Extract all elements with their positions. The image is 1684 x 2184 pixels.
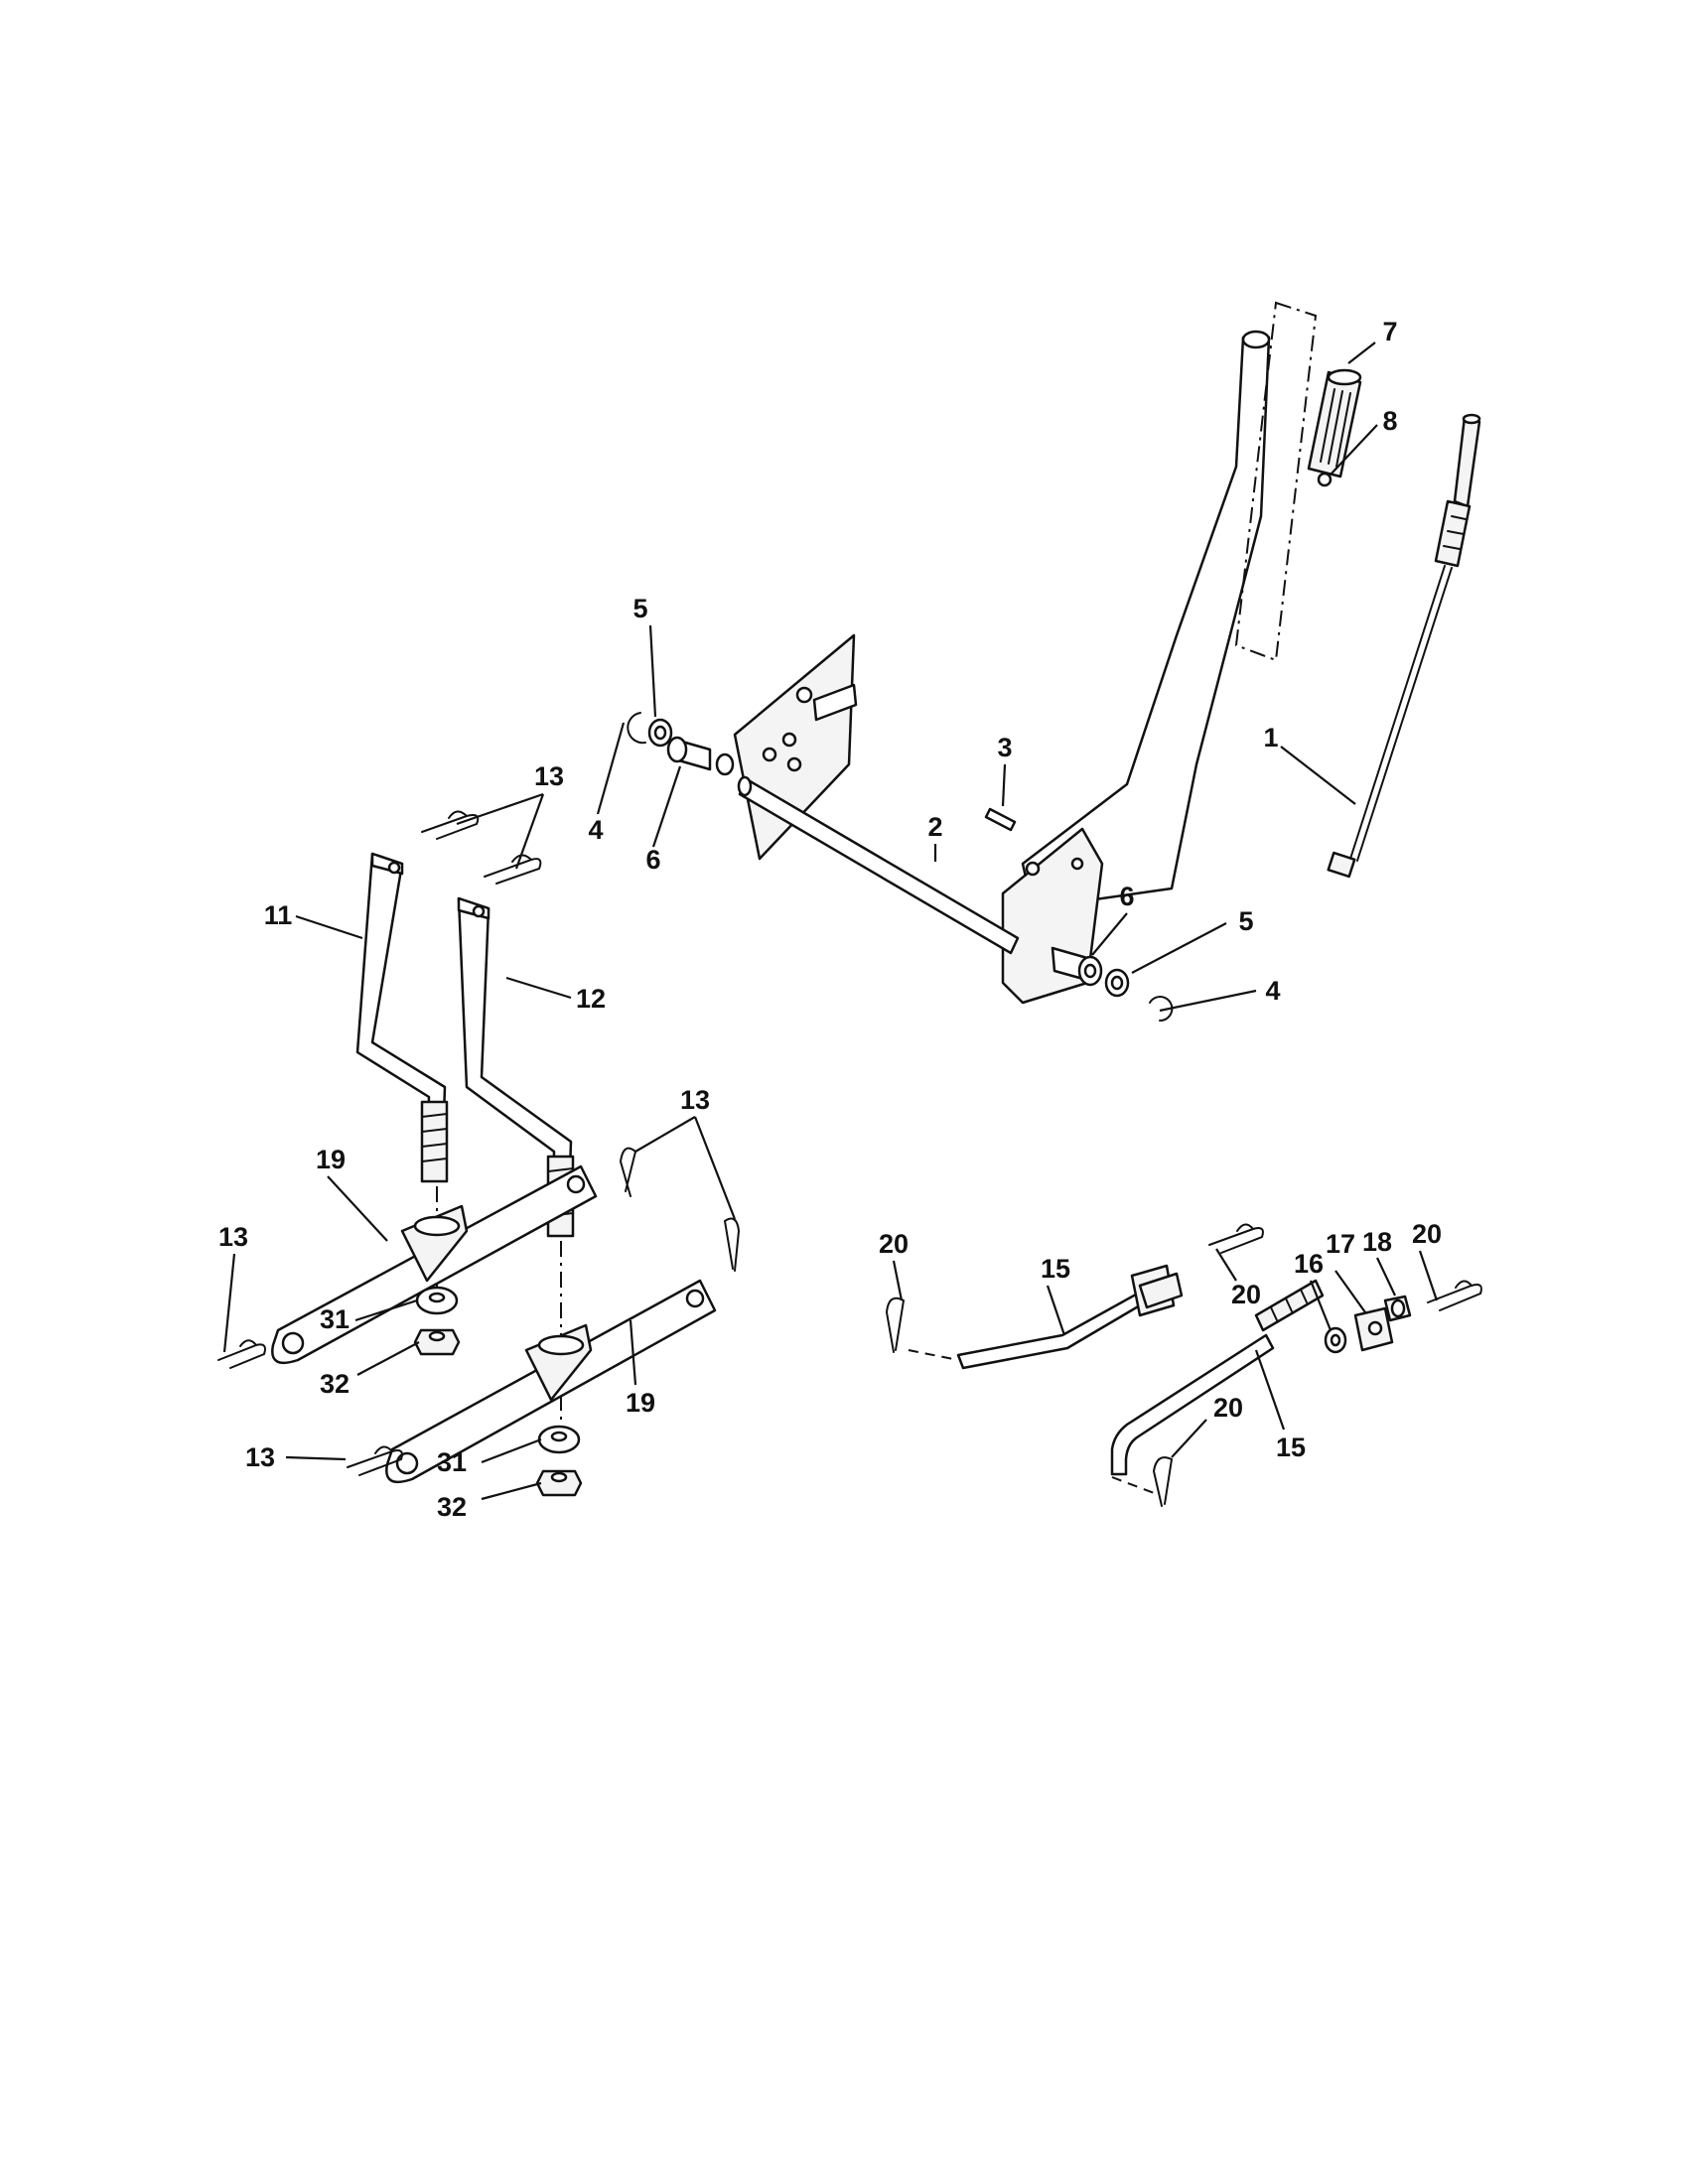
- callout-5-right: 5: [1238, 906, 1253, 936]
- callout-18: 18: [1362, 1227, 1392, 1257]
- callout-5-left: 5: [632, 594, 647, 623]
- callout-2: 2: [927, 812, 942, 842]
- hairpin-clip-left[interactable]: [217, 1339, 266, 1369]
- callout-13-top: 13: [534, 761, 564, 791]
- callout-16: 16: [1294, 1249, 1324, 1279]
- callout-4-right: 4: [1265, 976, 1280, 1006]
- alignment-line-adjust-lower: [1111, 1476, 1158, 1495]
- callout-7: 7: [1382, 317, 1397, 346]
- callout-6-right: 6: [1119, 882, 1134, 911]
- lift-handle[interactable]: [1001, 330, 1271, 1005]
- lift-arm-lower[interactable]: [385, 1279, 717, 1484]
- callout-4-left: 4: [588, 815, 603, 845]
- bushing-left[interactable]: [666, 736, 735, 776]
- callout-13-bottom: 13: [245, 1442, 275, 1472]
- e-clip-right[interactable]: [1149, 996, 1174, 1023]
- hairpin-clip-20-left[interactable]: [885, 1297, 905, 1353]
- hairpin-clip-mid-1[interactable]: [619, 1147, 636, 1197]
- leader-lines: [222, 341, 1439, 1501]
- e-clip-left[interactable]: [627, 712, 646, 745]
- callout-32-lower: 32: [437, 1492, 467, 1522]
- callout-20-right: 20: [1412, 1219, 1442, 1249]
- adjustment-nut[interactable]: [1383, 1295, 1412, 1322]
- adjustment-washer[interactable]: [1324, 1326, 1347, 1354]
- washer-lower[interactable]: [537, 1425, 581, 1454]
- washer-upper[interactable]: [415, 1286, 459, 1315]
- hairpin-clip-20-right[interactable]: [1427, 1280, 1482, 1311]
- callout-1: 1: [1263, 723, 1278, 752]
- callout-20-top: 20: [1231, 1280, 1261, 1309]
- callout-31-lower: 31: [437, 1447, 467, 1477]
- callout-11: 11: [264, 900, 293, 930]
- lift-arm-upper[interactable]: [271, 1164, 598, 1365]
- callout-13-left: 13: [218, 1222, 248, 1252]
- handle-grip[interactable]: [1307, 368, 1362, 478]
- callout-20-bottom: 20: [1213, 1393, 1243, 1423]
- adjustment-link-lower[interactable]: [1110, 1279, 1325, 1476]
- lift-shaft[interactable]: [737, 775, 1020, 955]
- lift-link-left[interactable]: [355, 852, 449, 1183]
- callout-13-mid: 13: [680, 1085, 710, 1115]
- release-rod[interactable]: [1327, 413, 1481, 879]
- callout-6-left: 6: [645, 845, 660, 875]
- adjustment-link-upper[interactable]: [956, 1264, 1184, 1370]
- detent-button[interactable]: [1317, 472, 1333, 487]
- callout-20-left: 20: [879, 1229, 909, 1259]
- hairpin-clip-20-bottom[interactable]: [1152, 1456, 1173, 1507]
- roll-pin[interactable]: [984, 807, 1017, 832]
- callout-31-upper: 31: [320, 1304, 350, 1334]
- callout-19-lower: 19: [626, 1388, 655, 1418]
- callout-15-lower: 15: [1276, 1433, 1306, 1462]
- hairpin-clip-top-1[interactable]: [421, 810, 480, 840]
- callout-32-upper: 32: [320, 1369, 350, 1399]
- callout-15-upper: 15: [1041, 1254, 1070, 1284]
- callout-12: 12: [576, 984, 606, 1014]
- hairpin-clip-20-top[interactable]: [1208, 1223, 1264, 1254]
- hairpin-clip-top-2[interactable]: [484, 854, 542, 885]
- washer-left[interactable]: [647, 718, 673, 748]
- callout-19-upper: 19: [316, 1145, 346, 1174]
- trunnion[interactable]: [1353, 1306, 1394, 1352]
- nut-lower[interactable]: [535, 1469, 583, 1497]
- hairpin-clip-bottom[interactable]: [347, 1445, 403, 1476]
- callout-3: 3: [997, 733, 1012, 762]
- callout-17: 17: [1326, 1229, 1355, 1259]
- handle-extension-outline: [1234, 301, 1318, 662]
- alignment-line-adjust-upper: [908, 1349, 959, 1361]
- hairpin-clip-mid-2[interactable]: [724, 1217, 741, 1272]
- bushing-right[interactable]: [1051, 946, 1103, 987]
- washer-right[interactable]: [1104, 968, 1130, 998]
- callout-8: 8: [1382, 406, 1397, 436]
- nut-upper[interactable]: [413, 1328, 461, 1356]
